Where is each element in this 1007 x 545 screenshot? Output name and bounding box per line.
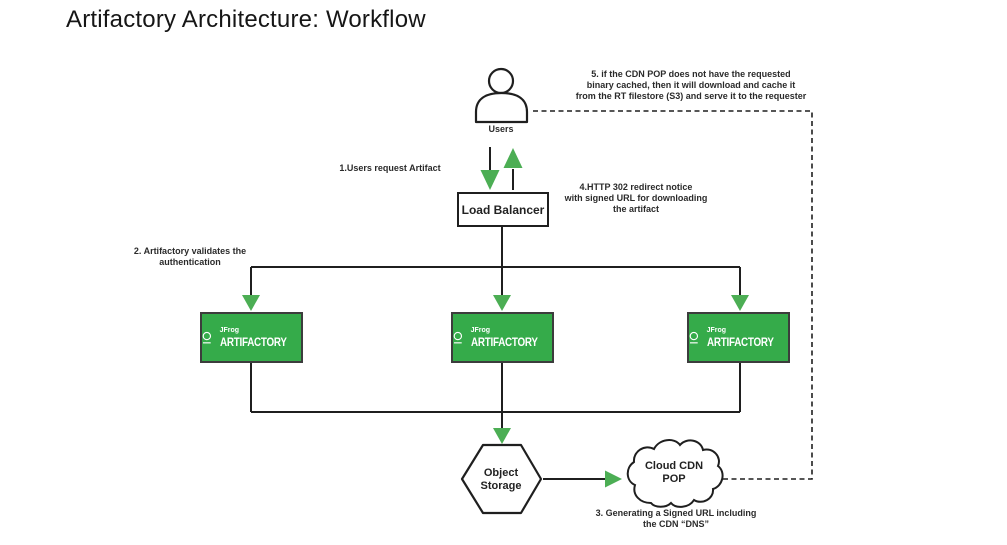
artifactory-product-label: ARTIFACTORY [219, 335, 287, 349]
user-icon-body [474, 91, 529, 124]
artifactory-product-label: ARTIFACTORY [706, 335, 774, 349]
annotation-step5: 5. if the CDN POP does not have the requ… [575, 69, 807, 101]
arrow-down-head [480, 170, 500, 190]
storage-to-cdn-arrowhead [605, 470, 622, 488]
load-balancer-label: Load Balancer [461, 202, 545, 217]
jfrog-logo-icon [202, 331, 212, 343]
annotation-step1: 1.Users request Artifact [339, 163, 441, 173]
jfrog-logo-icon [689, 331, 699, 343]
user-icon-head [487, 67, 515, 95]
object-storage-hexagon [460, 443, 543, 515]
arrow-up-head [503, 148, 523, 168]
page-title: Artifactory Architecture: Workflow [66, 6, 426, 33]
load-balancer-node: Load Balancer [457, 192, 549, 227]
annotation-step2: 2. Artifactory validates the authenticat… [133, 246, 247, 267]
artifactory-wordmark: JFrog ARTIFACTORY [707, 327, 788, 348]
object-storage-label: Object Storage [480, 467, 522, 492]
artifactory-node-left: JFrog ARTIFACTORY [200, 312, 303, 363]
annotation-step3: 3. Generating a Signed URL including the… [595, 508, 757, 529]
artifactory-wordmark: JFrog ARTIFACTORY [220, 327, 301, 348]
jfrog-brand-label: JFrog [706, 327, 727, 334]
storage-arrowhead [493, 428, 511, 444]
cloud-cdn-shape [626, 439, 724, 508]
artifactory-wordmark: JFrog ARTIFACTORY [471, 327, 552, 348]
cloud-cdn-label: Cloud CDN POP [644, 460, 704, 485]
artifactory-node-right: JFrog ARTIFACTORY [687, 312, 790, 363]
dashed-return-path [533, 110, 813, 480]
jfrog-logo-icon [453, 331, 463, 343]
users-label: Users [488, 124, 514, 134]
artifactory-product-label: ARTIFACTORY [470, 335, 538, 349]
jfrog-brand-label: JFrog [470, 327, 491, 334]
artifactory-node-center: JFrog ARTIFACTORY [451, 312, 554, 363]
right-drop-arrowhead [731, 295, 749, 311]
jfrog-brand-label: JFrog [219, 327, 240, 334]
left-drop-arrowhead [242, 295, 260, 311]
annotation-step4: 4.HTTP 302 redirect notice with signed U… [564, 182, 708, 214]
center-drop-arrowhead [493, 295, 511, 311]
